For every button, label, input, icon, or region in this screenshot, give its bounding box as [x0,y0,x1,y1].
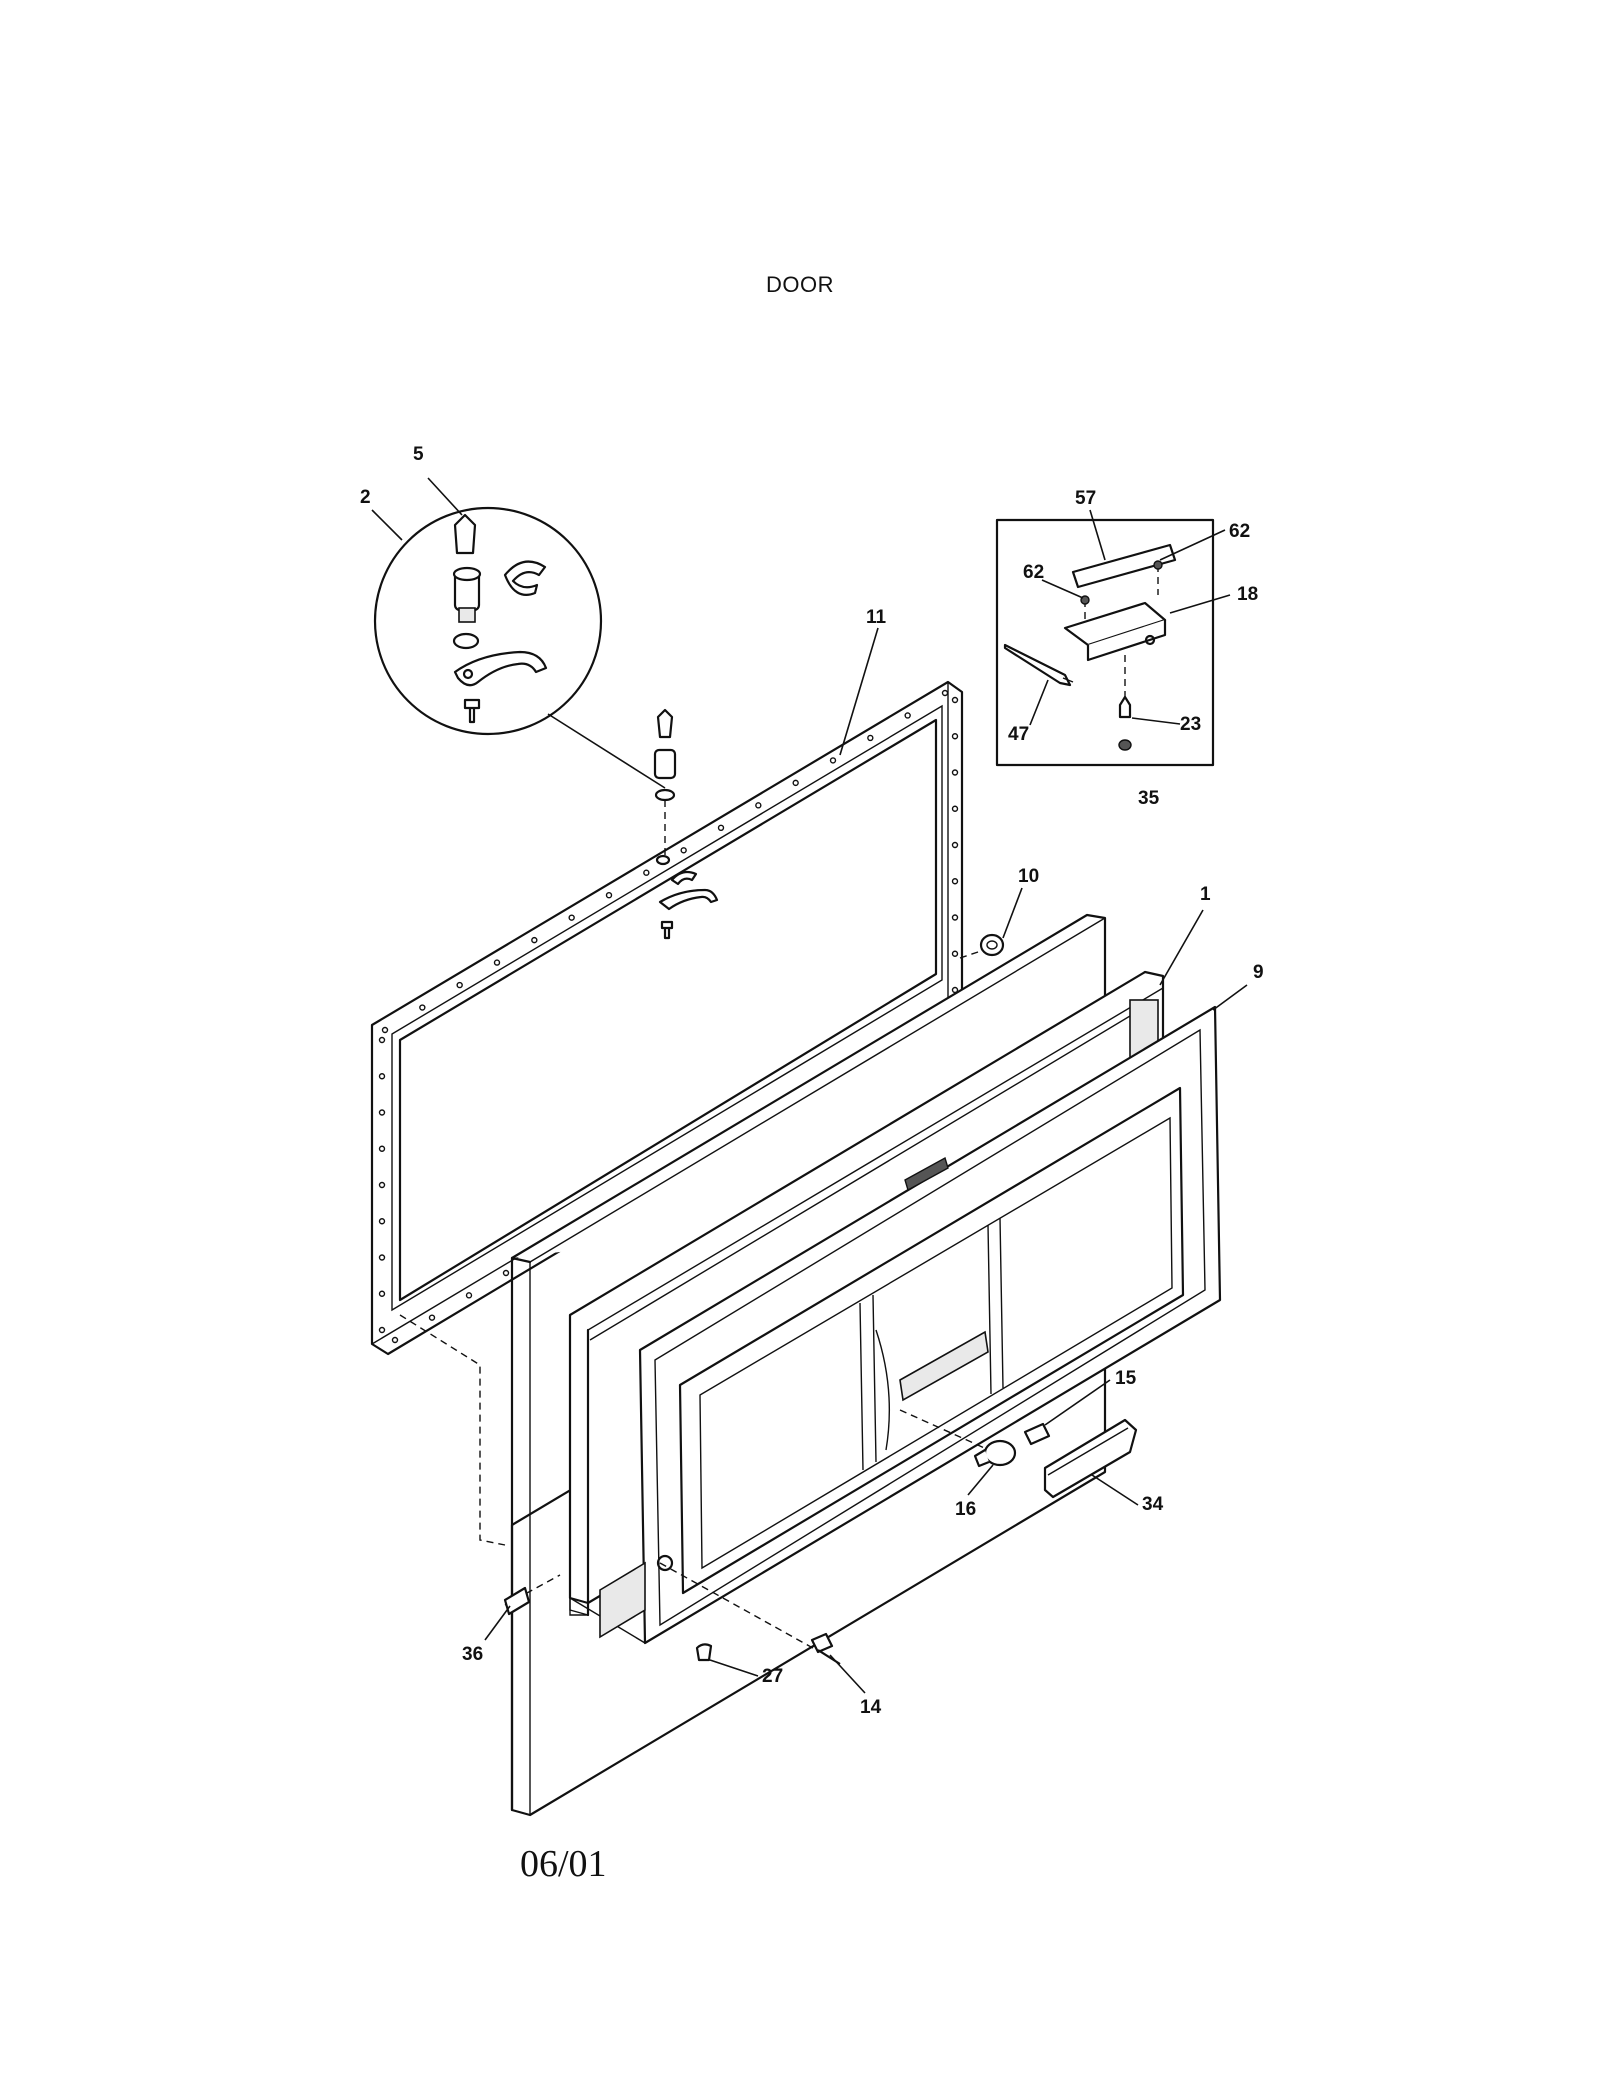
callout-10: 10 [1018,866,1039,887]
gasket-screw-hole [867,734,874,742]
gasket-screw-hole [941,689,949,697]
gasket-screw-hole [605,892,613,899]
gasket-screw-hole [378,1036,386,1044]
gasket-screw-hole [951,878,959,885]
gasket-screw-hole [378,1145,386,1152]
assembly-line-16 [899,1409,1001,1456]
gasket-screw-hole [378,1218,386,1225]
part-10-plug [979,933,1005,957]
callout-36: 36 [462,1644,483,1665]
callout-5: 5 [413,444,424,465]
lock-hardware-exploded [653,708,719,940]
callout-9: 9 [1253,962,1264,983]
gasket-screw-hole [456,981,463,989]
gasket-screw-hole [951,769,959,776]
gasket-screw-hole [378,1326,386,1334]
callout-15: 15 [1115,1368,1137,1389]
callout-62-right: 62 [1229,521,1250,542]
callout-47: 47 [1008,724,1029,745]
gasket-screw-hole [391,1336,399,1344]
gasket-screw-hole [378,1290,386,1297]
callout-2: 2 [360,487,371,508]
gasket-screw-hole [951,805,959,812]
gasket-screw-hole [378,1254,386,1261]
gasket-screw-hole [829,757,837,764]
part-14-hinge-pin [810,1632,841,1665]
assembly-line-14 [659,1562,821,1653]
gasket-screw-hole [419,1004,426,1011]
gasket-screw-hole [378,1181,386,1189]
gasket-screw-hole [381,1026,389,1034]
gasket-screw-hole [428,1314,436,1321]
gasket-screw-hole [755,802,762,809]
part-27-screw [695,1643,713,1662]
gasket-screw-hole [717,824,725,831]
callout-1: 1 [1200,884,1211,905]
gasket-screw-hole [531,936,538,944]
part-15-lamp-socket [1023,1422,1051,1446]
detail-connector-line [547,713,666,789]
gasket-screw-hole [643,869,650,876]
gasket-screw-hole [493,959,501,966]
assembly-line-left [399,1314,506,1546]
gasket-screw-hole [951,841,959,849]
hinge-inset-detail [995,518,1215,767]
callout-23: 23 [1180,714,1201,735]
callout-62-left: 62 [1023,562,1044,583]
assembly-line-36 [504,1574,561,1606]
gasket-screw-hole [951,914,959,921]
callout-35: 35 [1138,788,1160,809]
callout-11: 11 [866,607,887,628]
gasket-screw-hole [568,914,575,921]
gasket-screw-hole [792,779,799,787]
callout-27: 27 [762,1666,783,1687]
gasket-screw-hole [904,712,911,719]
callout-34: 34 [1142,1494,1164,1515]
gasket-screw-hole [378,1073,386,1080]
callout-leaders [371,477,1248,1694]
lock-assembly-detail [373,506,603,736]
callout-57: 57 [1075,488,1096,509]
callout-18: 18 [1237,584,1258,605]
part-16-knob [973,1439,1017,1468]
callout-14: 14 [860,1697,882,1718]
revision-date: 06/01 [520,1843,607,1885]
gasket-screw-hole [502,1269,510,1277]
diagram-title: DOOR [766,272,834,297]
gasket-screw-hole [951,950,959,957]
gasket-screw-hole [378,1109,386,1116]
part-9-door-liner [569,1005,1222,1645]
callout-16: 16 [955,1499,976,1520]
gasket-screw-hole [951,733,959,740]
gasket-screw-hole [951,696,959,704]
gasket-screw-hole [680,847,687,854]
gasket-screw-hole [465,1292,473,1299]
part-34-handle-cover [1043,1418,1138,1499]
